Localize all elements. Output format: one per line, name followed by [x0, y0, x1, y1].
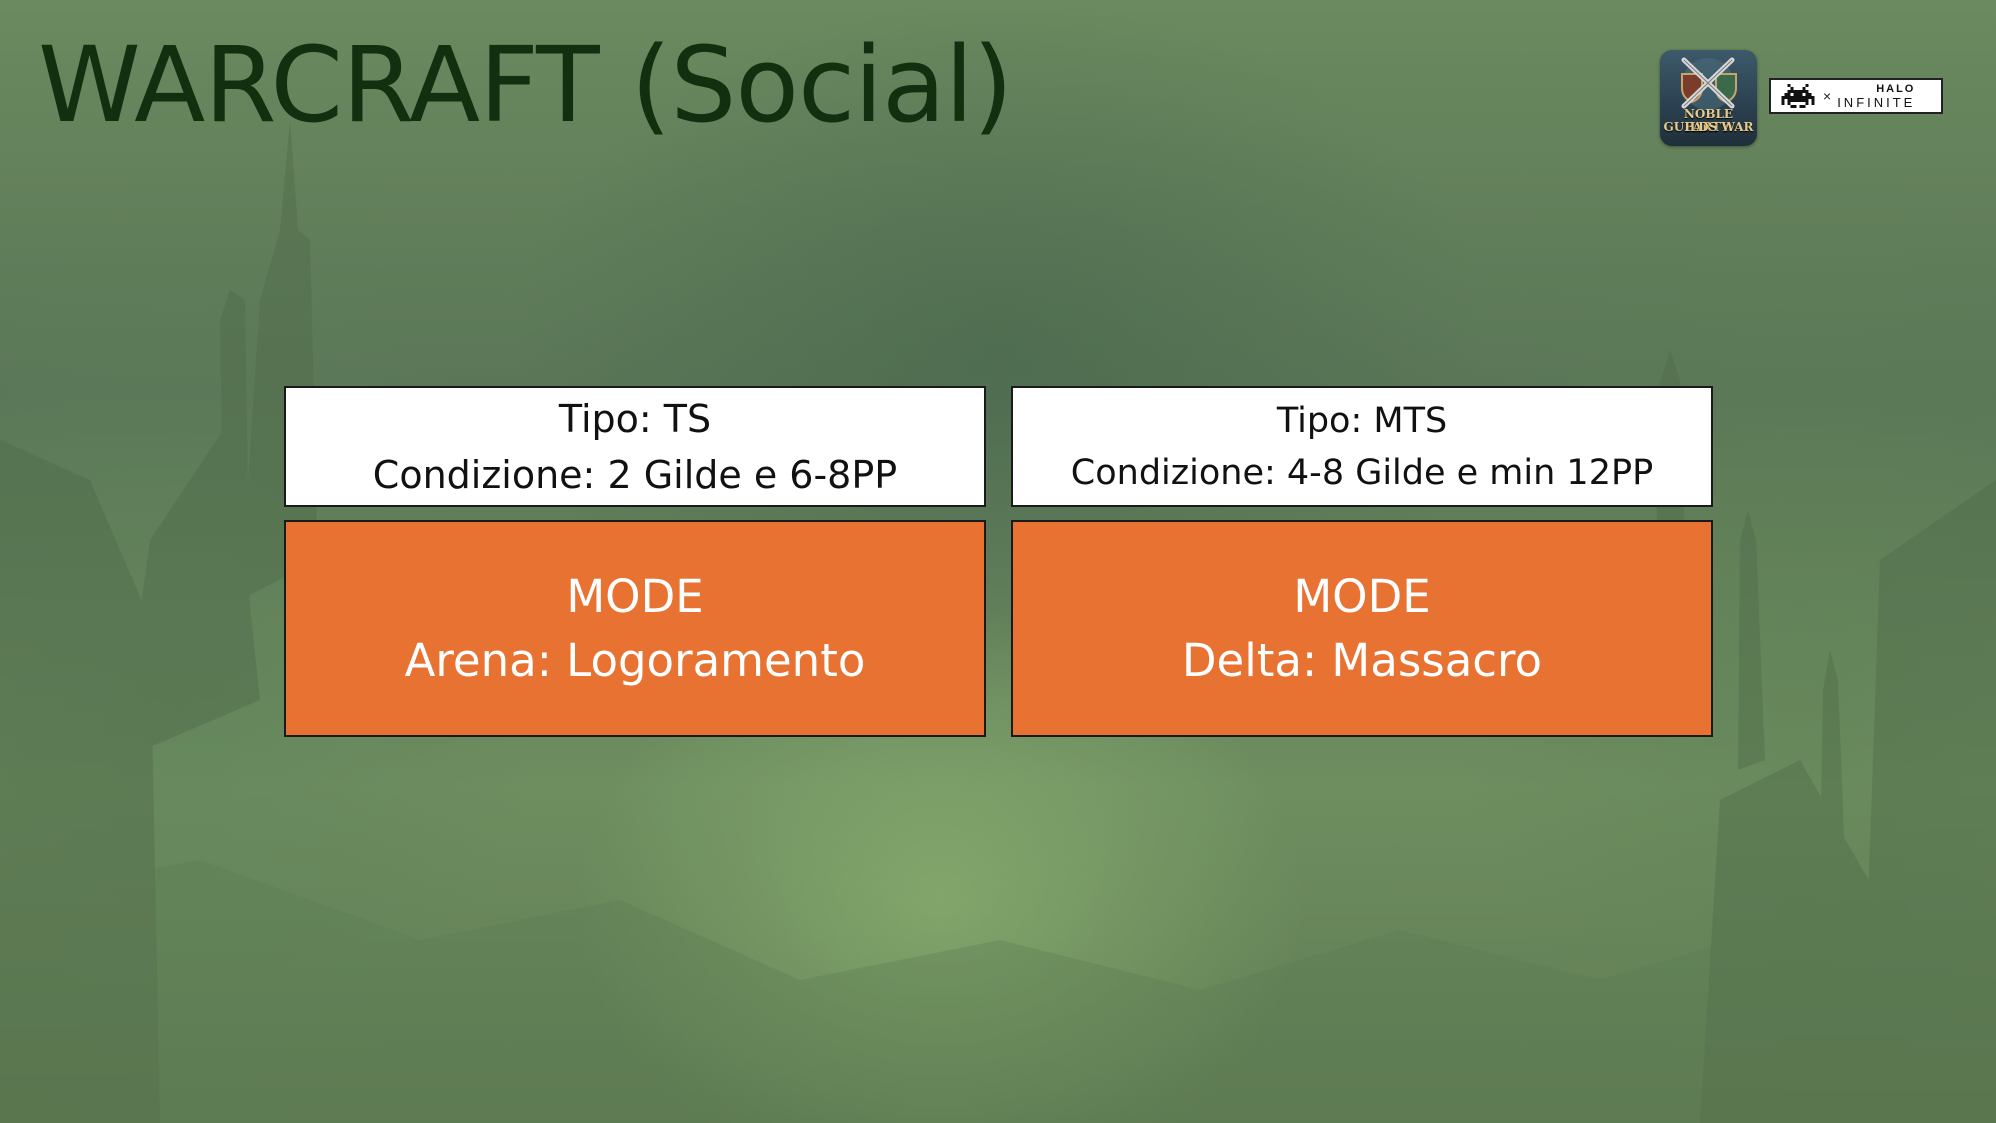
- match-info-box-mts: Tipo: MTS Condizione: 4-8 Gilde e min 12…: [1011, 386, 1713, 507]
- slide-title: WARCRAFT (Social): [38, 24, 1013, 146]
- halo-separator: ×: [1823, 88, 1832, 104]
- noble-logo-line2: GUILDS WAR: [1663, 120, 1754, 134]
- mode-box-arena-logoramento: MODE Arena: Logoramento: [284, 520, 986, 737]
- halo-word: HALO: [1876, 82, 1916, 95]
- mode-value: Delta: Massacro: [1181, 633, 1543, 687]
- noble-party-guilds-war-logo: NOBLE PARTY: GUILDS WAR: [1660, 50, 1757, 146]
- mode-label: MODE: [1293, 569, 1431, 623]
- infinite-word: INFINITE: [1837, 94, 1916, 110]
- mode-value: Arena: Logoramento: [404, 633, 866, 687]
- halo-wordmark: HALO INFINITE: [1837, 82, 1916, 110]
- mode-label: MODE: [566, 569, 704, 623]
- crossed-swords-icon: [1681, 57, 1737, 110]
- match-type: Tipo: MTS: [1276, 400, 1448, 441]
- mode-box-delta-massacro: MODE Delta: Massacro: [1011, 520, 1713, 737]
- match-info-box-ts: Tipo: TS Condizione: 2 Gilde e 6-8PP: [284, 386, 986, 507]
- halo-infinite-logo: × HALO INFINITE: [1769, 78, 1943, 114]
- space-invader-icon: [1781, 84, 1815, 108]
- match-condition: Condizione: 4-8 Gilde e min 12PP: [1070, 452, 1654, 493]
- match-type: Tipo: TS: [558, 396, 712, 441]
- match-condition: Condizione: 2 Gilde e 6-8PP: [372, 452, 898, 497]
- noble-logo-line1: NOBLE PARTY:: [1683, 107, 1734, 134]
